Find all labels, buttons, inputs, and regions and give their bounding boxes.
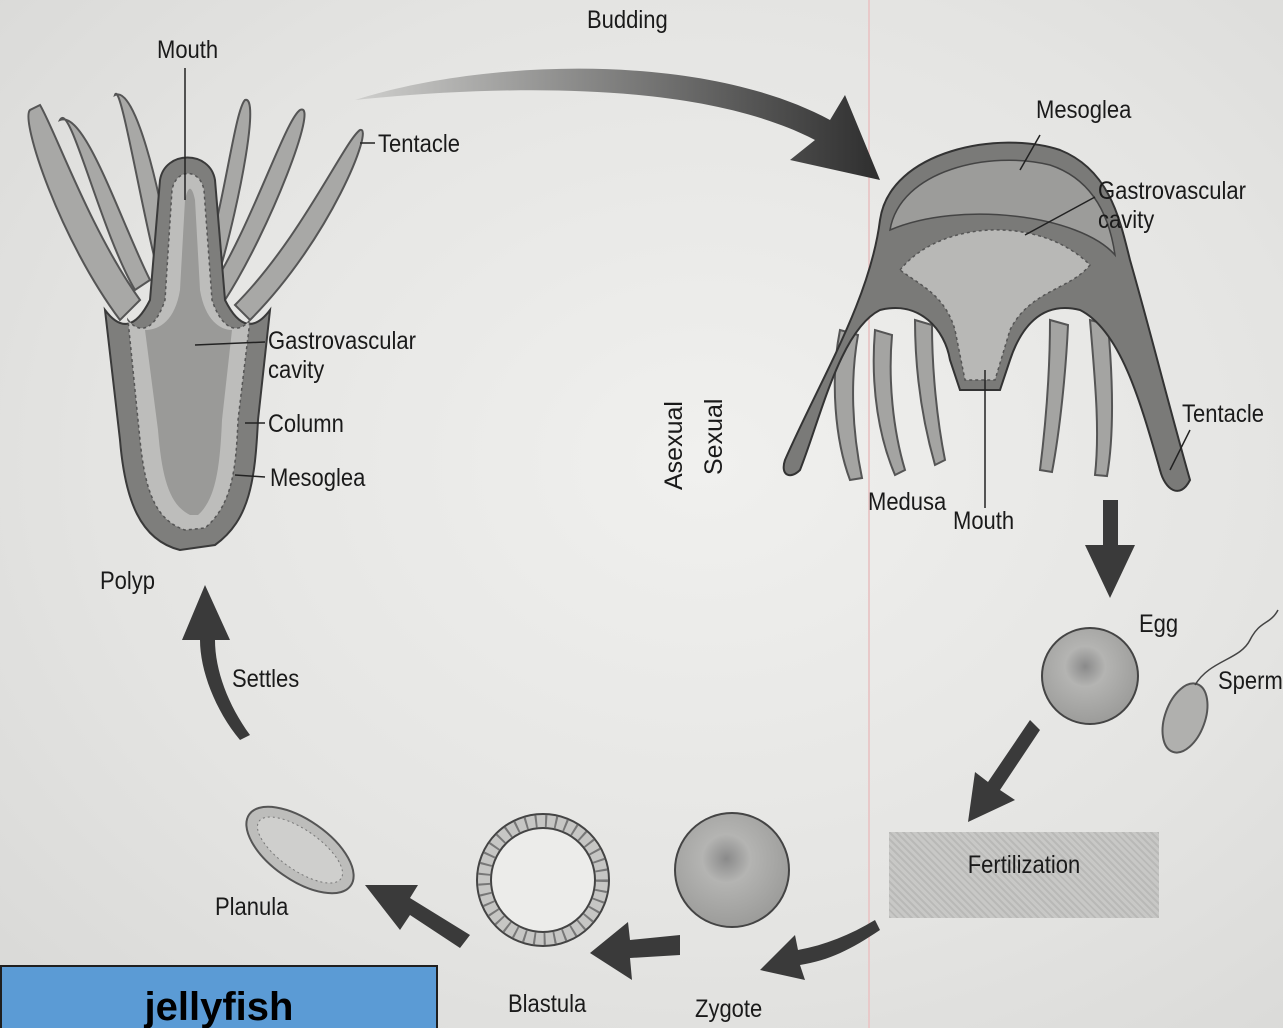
medusa-tentacle-label: Tentacle bbox=[1182, 400, 1264, 429]
polyp-gastrovascular-label: Gastrovascular cavity bbox=[268, 327, 426, 385]
polyp-mouth-label: Mouth bbox=[157, 36, 218, 65]
sperm-head bbox=[1154, 677, 1216, 758]
caption-title: jellyfish bbox=[2, 985, 436, 1028]
polyp-tentacle-label: Tentacle bbox=[378, 130, 460, 159]
zygote-label: Zygote bbox=[695, 995, 762, 1024]
budding-label: Budding bbox=[587, 6, 668, 35]
egg-label: Egg bbox=[1139, 610, 1178, 639]
egg-cell bbox=[1042, 628, 1138, 724]
medusa-label: Medusa bbox=[868, 488, 946, 517]
medusa-mesoglea-label: Mesoglea bbox=[1036, 96, 1131, 125]
sexual-label: Sexual bbox=[700, 399, 729, 475]
blastula-cell bbox=[477, 814, 609, 946]
fertilization-label: Fertilization bbox=[905, 832, 1143, 898]
column-label: Column bbox=[268, 410, 344, 439]
sperm-label: Sperm bbox=[1218, 667, 1283, 696]
planula-label: Planula bbox=[215, 893, 288, 922]
polyp-label: Polyp bbox=[100, 567, 155, 596]
settles-label: Settles bbox=[232, 665, 299, 694]
blastula-label: Blastula bbox=[508, 990, 586, 1019]
zygote-cell bbox=[675, 813, 789, 927]
fertilization-box: Fertilization bbox=[889, 832, 1159, 918]
medusa-gastrovascular-label: Gastrovascular cavity bbox=[1098, 177, 1256, 235]
caption-box: jellyfish bbox=[0, 965, 438, 1028]
medusa-mouth-label: Mouth bbox=[953, 507, 1014, 536]
polyp-mesoglea-label: Mesoglea bbox=[270, 464, 365, 493]
asexual-label: Asexual bbox=[660, 401, 689, 490]
